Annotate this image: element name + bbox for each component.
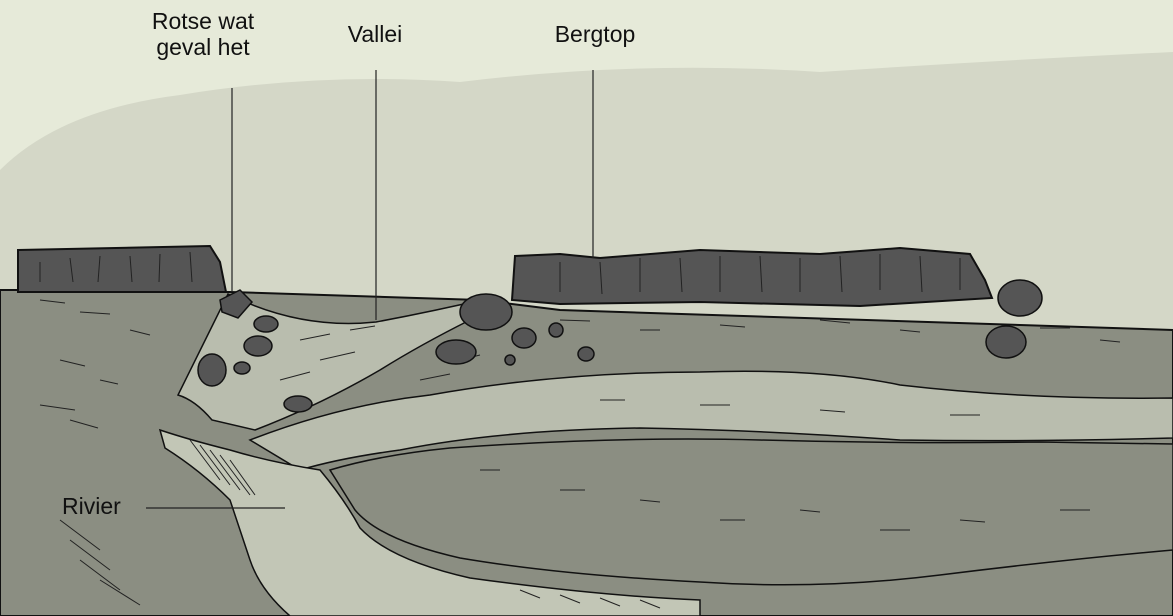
label-river: Rivier	[62, 493, 142, 519]
rock	[436, 340, 476, 364]
rock	[578, 347, 594, 361]
rock	[234, 362, 250, 374]
rock	[505, 355, 515, 365]
label-fallen-rocks: Rotse wat geval het	[128, 8, 278, 60]
rock	[284, 396, 312, 412]
rock	[549, 323, 563, 337]
rock	[512, 328, 536, 348]
label-mountain-top: Bergtop	[530, 21, 660, 47]
rock	[254, 316, 278, 332]
left-plateau	[18, 246, 226, 292]
rock	[998, 280, 1042, 316]
rock	[198, 354, 226, 386]
label-valley: Vallei	[330, 21, 420, 47]
rock	[986, 326, 1026, 358]
rock	[244, 336, 272, 356]
rock	[460, 294, 512, 330]
